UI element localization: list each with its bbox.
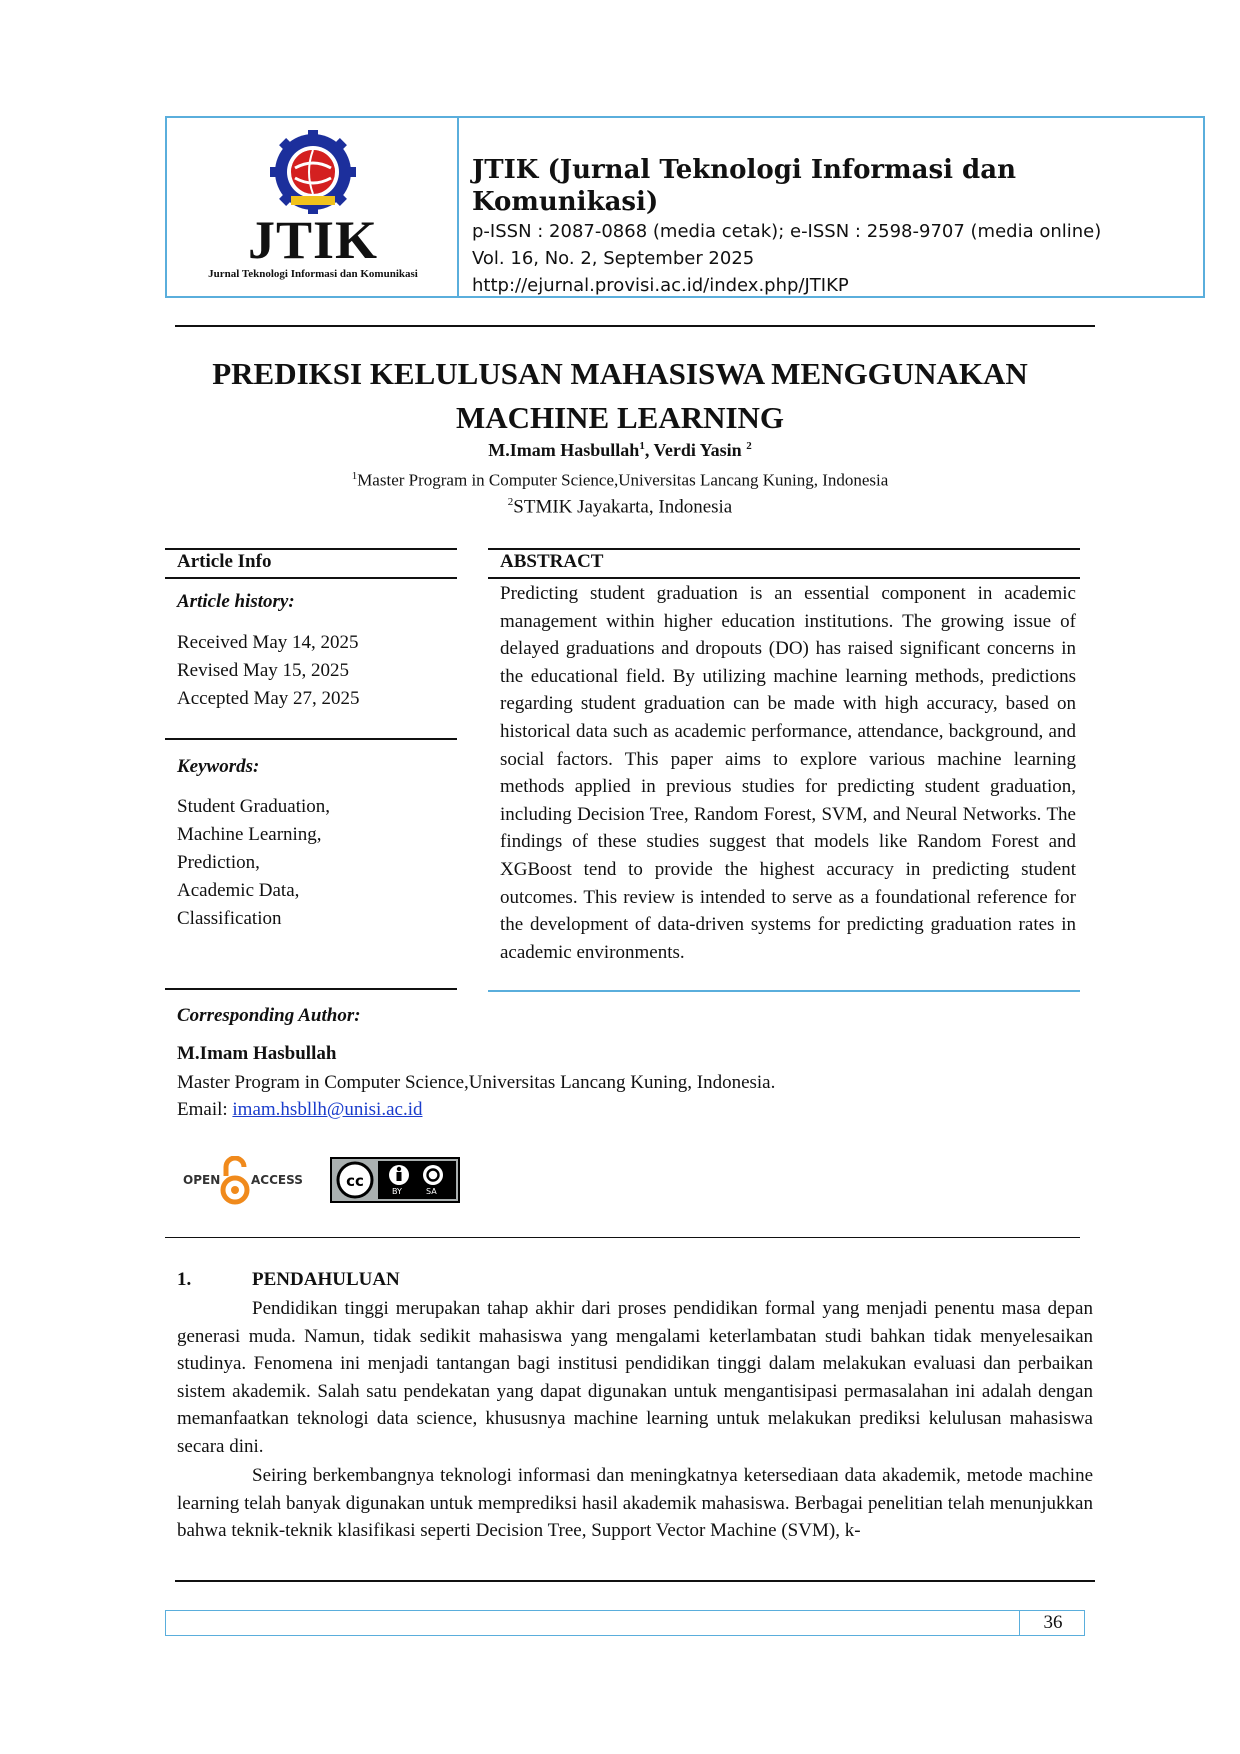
- footer-frame: [165, 1610, 1085, 1636]
- journal-logo-subtitle: Jurnal Teknologi Informasi dan Komunikas…: [208, 268, 418, 280]
- journal-title: JTIK (Jurnal Teknologi Informasi dan Kom…: [472, 155, 1016, 217]
- page-number: 36: [1019, 1610, 1086, 1636]
- keyword: Classification: [177, 908, 282, 929]
- article-info-top-rule: [165, 548, 457, 550]
- open-access-badge[interactable]: OPEN ACCESS: [183, 1156, 308, 1206]
- front-matter-rule: [165, 1237, 1080, 1238]
- journal-logo-word: JTIK: [247, 210, 379, 270]
- section-title: PENDAHULUAN: [252, 1269, 400, 1290]
- cc-by-label: BY: [392, 1187, 402, 1196]
- open-access-label: ACCESS: [251, 1173, 303, 1187]
- corresponding-name: M.Imam Hasbullah: [177, 1043, 337, 1064]
- keyword: Machine Learning,: [177, 824, 322, 845]
- paper-title-line2: MACHINE LEARNING: [455, 400, 785, 435]
- creative-commons-icon: cc: [336, 1161, 374, 1199]
- journal-logo-panel: JTIK Jurnal Teknologi Informasi dan Komu…: [167, 118, 459, 296]
- journal-issn: p-ISSN : 2087-0868 (media cetak); e-ISSN…: [472, 221, 1102, 242]
- affiliation-superscript: 1: [351, 470, 358, 482]
- article-history-label: Article history:: [177, 591, 295, 612]
- journal-url[interactable]: http://ejurnal.provisi.ac.id/index.php/J…: [472, 275, 849, 296]
- corresponding-affiliation: Master Program in Computer Science,Unive…: [177, 1072, 776, 1093]
- cc-sa-label: SA: [426, 1187, 437, 1196]
- received-date: Received May 14, 2025: [177, 632, 359, 653]
- article-info-rule: [165, 577, 457, 579]
- author-name: , Verdi Yasin: [644, 440, 747, 460]
- affiliation-superscript: 2: [507, 496, 514, 508]
- accepted-date: Accepted May 27, 2025: [177, 688, 360, 709]
- journal-emblem-icon: [270, 130, 356, 214]
- paper-authors: M.Imam Hasbullah1, Verdi Yasin 2: [130, 440, 1110, 461]
- article-info-heading: Article Info: [177, 551, 272, 572]
- intro-paragraph-1: Pendidikan tinggi merupakan tahap akhir …: [177, 1298, 1093, 1457]
- cc-by-sa-badge[interactable]: cc BY SA: [330, 1157, 460, 1203]
- revised-date: Revised May 15, 2025: [177, 660, 350, 681]
- keywords-list: Student Graduation, Machine Learning, Pr…: [177, 793, 330, 933]
- abstract-text: Predicting student graduation is an esse…: [500, 583, 1076, 963]
- keywords-label: Keywords:: [177, 756, 260, 777]
- journal-volume: Vol. 16, No. 2, September 2025: [472, 248, 755, 269]
- corresponding-label: Corresponding Author:: [177, 1005, 361, 1026]
- affiliation-text: Master Program in Computer Science,Unive…: [357, 470, 889, 490]
- author-superscript: 1: [639, 440, 645, 452]
- author-superscript: 2: [746, 440, 752, 452]
- intro-paragraph-2: Seiring berkembangnya teknologi informas…: [177, 1465, 1093, 1542]
- article-info-bottom-rule: [165, 988, 457, 990]
- journal-header: JTIK Jurnal Teknologi Informasi dan Komu…: [165, 116, 1205, 298]
- article-history: Received May 14, 2025 Revised May 15, 20…: [177, 629, 360, 713]
- journal-details: JTIK (Jurnal Teknologi Informasi dan Kom…: [472, 154, 1203, 299]
- corresponding-email-line: Email: imam.hsbllh@unisi.ac.id: [177, 1096, 422, 1124]
- abstract-heading: ABSTRACT: [500, 551, 604, 572]
- keyword: Prediction,: [177, 852, 260, 873]
- attribution-person-icon: [389, 1165, 409, 1185]
- abstract-frame: [488, 575, 1080, 992]
- section-number: 1.: [177, 1269, 192, 1290]
- abstract-rule: [488, 577, 1080, 579]
- keywords-rule: [165, 738, 457, 740]
- footer-rule: [175, 1580, 1095, 1582]
- svg-text:cc: cc: [346, 1172, 364, 1190]
- email-link[interactable]: imam.hsbllh@unisi.ac.id: [232, 1099, 423, 1120]
- affiliation-1: 1Master Program in Computer Science,Univ…: [130, 470, 1110, 491]
- affiliation-text: STMIK Jayakarta, Indonesia: [513, 496, 733, 518]
- open-access-label: OPEN: [183, 1173, 221, 1187]
- author-name: M.Imam Hasbullah: [488, 440, 640, 460]
- email-label: Email:: [177, 1099, 233, 1120]
- header-rule: [175, 325, 1095, 327]
- share-alike-icon: [423, 1165, 443, 1185]
- open-lock-icon: [220, 1156, 250, 1205]
- affiliation-2: 2STMIK Jayakarta, Indonesia: [130, 496, 1110, 518]
- keyword: Student Graduation,: [177, 796, 331, 817]
- keyword: Academic Data,: [177, 880, 300, 901]
- paper-title-line1: PREDIKSI KELULUSAN MAHASISWA MENGGUNAKAN: [212, 356, 1028, 391]
- paper-title: PREDIKSI KELULUSAN MAHASISWA MENGGUNAKAN…: [130, 352, 1110, 440]
- abstract-top-rule: [488, 548, 1080, 550]
